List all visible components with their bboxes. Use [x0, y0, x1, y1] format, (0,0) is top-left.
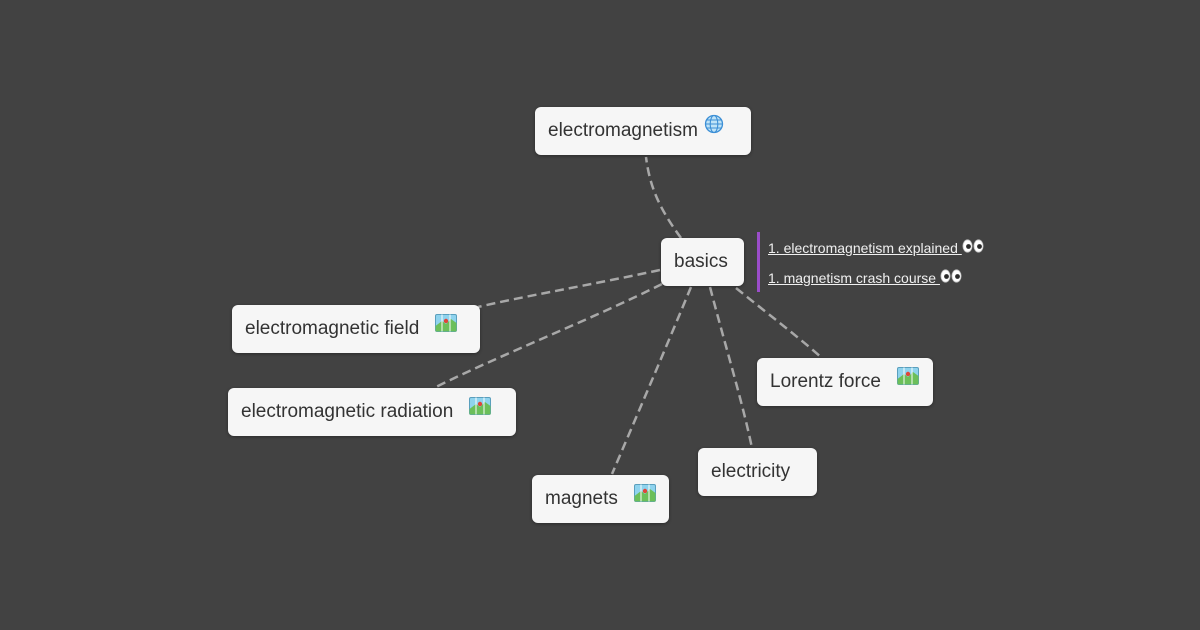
note-link[interactable]: 1. electromagnetism explained — [768, 232, 984, 262]
topic-label: electromagnetic radiation — [241, 401, 454, 423]
topic-electromagnetic-radiation[interactable]: electromagnetic radiation — [228, 388, 516, 436]
topic-label: electromagnetic field — [245, 318, 420, 340]
topic-label: magnets — [545, 488, 618, 510]
map-icon — [887, 358, 919, 406]
topic-magnets[interactable]: magnets — [532, 475, 669, 523]
notes-panel: 1. electromagnetism explained 1. magneti… — [757, 232, 984, 292]
topic-electromagnetism[interactable]: electromagnetism — [535, 107, 751, 155]
globe-icon — [704, 107, 724, 155]
eyes-icon — [940, 269, 962, 283]
topic-label: basics — [674, 251, 728, 272]
topic-electromagnetic-field[interactable]: electromagnetic field — [232, 305, 480, 353]
connector-lorentz-force — [735, 287, 823, 359]
note-link[interactable]: 1. magnetism crash course — [768, 262, 984, 292]
connector-magnets — [610, 286, 693, 475]
connector-electromagnetic-field — [477, 268, 661, 309]
connector-electromagnetic-radiation — [435, 282, 663, 389]
map-icon — [624, 475, 656, 523]
map-icon — [459, 388, 492, 436]
topic-basics[interactable]: basics — [661, 238, 744, 286]
connector-electromagnetism — [644, 156, 683, 239]
connector-electricity — [708, 286, 754, 449]
topic-label: Lorentz force — [770, 371, 881, 393]
topic-electricity[interactable]: electricity — [698, 448, 817, 496]
topic-label: electricity — [711, 461, 791, 482]
map-icon — [425, 305, 458, 353]
topic-label: electromagnetism — [548, 120, 698, 142]
topic-lorentz-force[interactable]: Lorentz force — [757, 358, 933, 406]
eyes-icon — [962, 239, 984, 253]
